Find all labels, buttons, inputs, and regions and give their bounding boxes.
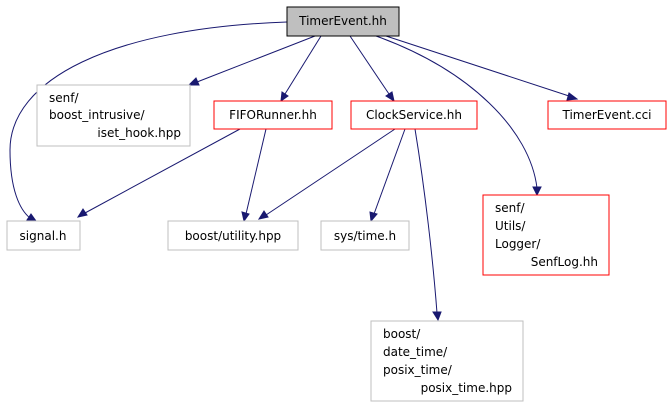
node-timerevent-hh[interactable]: TimerEvent.hh bbox=[286, 6, 400, 37]
node-fiforunner[interactable]: FIFORunner.hh bbox=[213, 100, 333, 130]
node-label-posix-time-line-2: date_time/ bbox=[383, 345, 448, 359]
node-label-timerevent-cci: TimerEvent.cci bbox=[561, 108, 651, 122]
node-label-posix-time-line-1: boost/ bbox=[383, 327, 421, 341]
nodes-layer: TimerEvent.hh senf/ boost_intrusive/ ise… bbox=[6, 6, 667, 402]
node-label-signal-h: signal.h bbox=[20, 229, 67, 243]
node-label-senflog-line-3: Logger/ bbox=[495, 237, 541, 251]
edge-clockservice-to-boost-utility bbox=[257, 128, 396, 220]
edge-fiforunner-to-signal-h bbox=[76, 128, 241, 218]
edge-timerevent-to-iset-hook bbox=[187, 35, 316, 86]
node-timerevent-cci[interactable]: TimerEvent.cci bbox=[547, 100, 667, 130]
node-iset-hook[interactable]: senf/ boost_intrusive/ iset_hook.hpp bbox=[36, 84, 191, 147]
node-senflog[interactable]: senf/ Utils/ Logger/ SenfLog.hh bbox=[482, 194, 610, 276]
edge-clockservice-to-posix-time bbox=[414, 128, 442, 322]
edges-layer bbox=[9, 21, 579, 322]
node-label-iset-hook-line-3: iset_hook.hpp bbox=[97, 126, 181, 140]
node-label-timerevent-hh: TimerEvent.hh bbox=[298, 14, 387, 28]
node-label-senflog-line-2: Utils/ bbox=[495, 219, 526, 233]
node-clockservice[interactable]: ClockService.hh bbox=[350, 100, 478, 130]
node-label-iset-hook-line-1: senf/ bbox=[49, 91, 79, 105]
node-signal-h[interactable]: signal.h bbox=[6, 220, 81, 251]
node-label-iset-hook-line-2: boost_intrusive/ bbox=[49, 108, 146, 122]
edge-fiforunner-to-boost-utility bbox=[241, 128, 267, 223]
edge-timerevent-to-timerevent-cci bbox=[385, 35, 579, 101]
node-label-posix-time-line-4: posix_time.hpp bbox=[421, 381, 512, 395]
node-label-senflog-line-4: SenfLog.hh bbox=[531, 255, 598, 269]
node-label-boost-utility: boost/utility.hpp bbox=[185, 229, 281, 243]
edge-timerevent-to-clockservice bbox=[349, 35, 395, 103]
node-label-senflog-line-1: senf/ bbox=[495, 201, 525, 215]
edge-clockservice-to-sys-time bbox=[369, 128, 406, 223]
edge-timerevent-to-senflog bbox=[375, 35, 542, 197]
node-posix-time[interactable]: boost/ date_time/ posix_time/ posix_time… bbox=[370, 320, 524, 402]
node-label-clockservice: ClockService.hh bbox=[366, 108, 462, 122]
node-boost-utility[interactable]: boost/utility.hpp bbox=[167, 220, 299, 251]
edge-timerevent-to-fiforunner bbox=[280, 35, 322, 103]
node-label-sys-time: sys/time.h bbox=[334, 229, 396, 243]
node-label-posix-time-line-3: posix_time/ bbox=[383, 363, 453, 377]
node-sys-time[interactable]: sys/time.h bbox=[320, 220, 410, 251]
node-label-fiforunner: FIFORunner.hh bbox=[229, 108, 317, 122]
